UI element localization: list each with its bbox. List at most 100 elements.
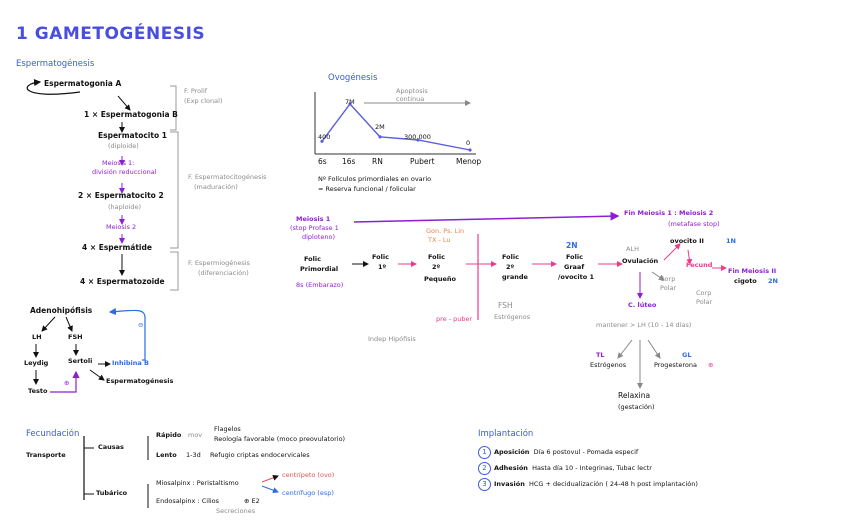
phase-espermatocito-note: (maduración)	[194, 183, 238, 191]
gl-label: GL	[682, 351, 692, 359]
ovocito1: /ovocito 1	[558, 273, 594, 281]
phase-prolif: F. Prolif	[184, 87, 208, 95]
phase-prolif-note: (Exp clonal)	[184, 97, 223, 105]
arrow-spg-b	[117, 95, 131, 111]
implant-heading: Implantación	[478, 429, 534, 439]
arrow-ovul-corp	[651, 271, 665, 281]
page-title: 1 GAMETOGÉNESIS	[16, 24, 206, 44]
meiosis2-label: Meiosis 2	[106, 223, 137, 231]
miosalpinx-label: Miosalpinx : Peristaltismo	[156, 479, 239, 487]
reologia-label: Reología favorable (moco preovulatorio)	[214, 435, 346, 443]
curve-point	[320, 139, 324, 143]
espermatogenesis-label: Espermatogénesis	[106, 377, 174, 385]
arrow-ovocito2-fecund	[686, 249, 693, 265]
follicle-curve	[321, 102, 471, 151]
centripeto-label: centrípeto (ovo)	[282, 471, 335, 479]
centrifugo-label: centrífugo (esp)	[282, 489, 334, 497]
relaxina-label: Relaxina	[618, 391, 651, 400]
implant-text-2: Hasta día 10 - Integrinas, Tubac lectr	[532, 464, 652, 472]
implant-text-3: HCG + decidualización ( 24-48 h post imp…	[529, 480, 698, 488]
cuerpo-luteo: C. lúteo	[628, 301, 657, 309]
folic-graaf-2: Graaf	[564, 263, 585, 271]
implant-text-1: Día 6 postovul - Pomada especif	[533, 448, 639, 456]
peak-label: 7M	[345, 98, 355, 106]
estrogenos-ovo: Estrógenos	[494, 313, 531, 321]
refugio-label: Refugio criptas endocervicales	[210, 451, 310, 459]
transporte-label: Transporte	[26, 451, 66, 459]
curve-point	[416, 138, 420, 142]
tubarico-label: Tubárico	[96, 489, 128, 497]
testo-feedback	[50, 370, 80, 393]
folic-1-num: 1º	[378, 263, 387, 271]
2n-cigoto: 2N	[768, 277, 778, 285]
folic-2-num: 2º	[432, 263, 441, 271]
self-renewal-loop	[26, 78, 81, 95]
fsh-ovo: FSH	[498, 301, 513, 310]
folic-1: Folic	[372, 253, 389, 261]
causas-label: Causas	[98, 443, 124, 451]
cigoto-label: cigoto	[734, 277, 757, 285]
meiosis1-ovo: Meiosis 1	[296, 215, 331, 223]
ovo-heading: Ovogénesis	[328, 73, 378, 83]
folic-2: Folic	[428, 253, 445, 261]
rapido-label: Rápido	[156, 431, 182, 439]
bracket-prolif	[170, 85, 177, 131]
bracket-espermatocito	[170, 131, 179, 249]
indep-hipofisis: Indep Hipófisis	[368, 335, 416, 343]
meiosis1-ovo-note-2: diploteno)	[302, 233, 336, 241]
tl-label: TL	[596, 351, 605, 359]
arrow-centripeto	[261, 474, 279, 483]
adenohipofisis: Adenohipófisis	[30, 306, 93, 315]
meiosis1-label: Meiosis 1:	[102, 159, 135, 167]
2n-graaf: 2N	[566, 241, 578, 250]
sertoli-label: Sertoli	[68, 357, 93, 365]
arrow-ovul-ovocito2	[663, 243, 681, 261]
apoptosis-label-2: continua	[396, 95, 425, 103]
corp-polar-2: Corp	[696, 289, 712, 297]
arrow-luteo-proges	[647, 339, 661, 359]
mov-label: mov	[188, 431, 203, 439]
folic-2-size: Pequeño	[424, 275, 456, 283]
negative-sign: ⊖	[138, 321, 144, 329]
x-rn: RN	[372, 157, 383, 166]
implant-label-3: Invasión	[494, 480, 525, 488]
implant-label-1: Aposición	[494, 448, 530, 456]
x-6s: 6s	[318, 157, 327, 166]
espermatocito-2: 2 × Espermatocito 2	[78, 191, 164, 200]
fsh-label: FSH	[68, 333, 83, 341]
ovulacion-label: Ovulación	[622, 257, 659, 265]
arrow-centrifugo	[261, 485, 279, 494]
lento-label: Lento	[156, 451, 177, 459]
ovogenesis-chart-marks	[320, 102, 472, 152]
endosalpinx-label: Endosalpinx : Cilios	[156, 497, 220, 505]
espermatide: 4 × Espermátide	[82, 243, 152, 252]
implant-num-1: 1	[478, 446, 491, 459]
ovo-note-2: = Reserva funcional / folicular	[318, 185, 416, 193]
folic-primordial-2: Primordial	[300, 265, 339, 273]
1n-label: 1N	[726, 237, 736, 245]
bracket-espermio	[170, 251, 179, 291]
testo-label: Testo	[28, 387, 48, 395]
folic-2g: Folic	[502, 253, 519, 261]
x-pubert: Pubert	[410, 157, 435, 166]
meiosis1-ovo-note: (stop Profase 1	[290, 224, 339, 232]
meiosis-long-arrow	[353, 211, 620, 223]
rn-value: 2M	[375, 123, 385, 131]
espermato-heading: Espermatogénesis	[16, 59, 95, 69]
positive-sign: ⊕	[64, 379, 70, 387]
progesterona-label: Progesterona	[654, 361, 697, 369]
phase-espermio-note: (diferenciación)	[198, 269, 249, 277]
inhibina-label: Inhibina B	[112, 359, 150, 367]
corp-polar-1b: Polar	[660, 284, 677, 292]
curve-point	[348, 102, 352, 106]
arrow-adeno-fsh	[65, 316, 73, 332]
arrow-adeno-lh	[41, 316, 56, 332]
lento-dias: 1-3d	[186, 451, 201, 459]
embarazo-note: 8s (Embarazo)	[296, 281, 344, 289]
curve-point	[378, 135, 382, 139]
luteo-note: mantener > LH (10 - 14 días)	[596, 321, 692, 329]
